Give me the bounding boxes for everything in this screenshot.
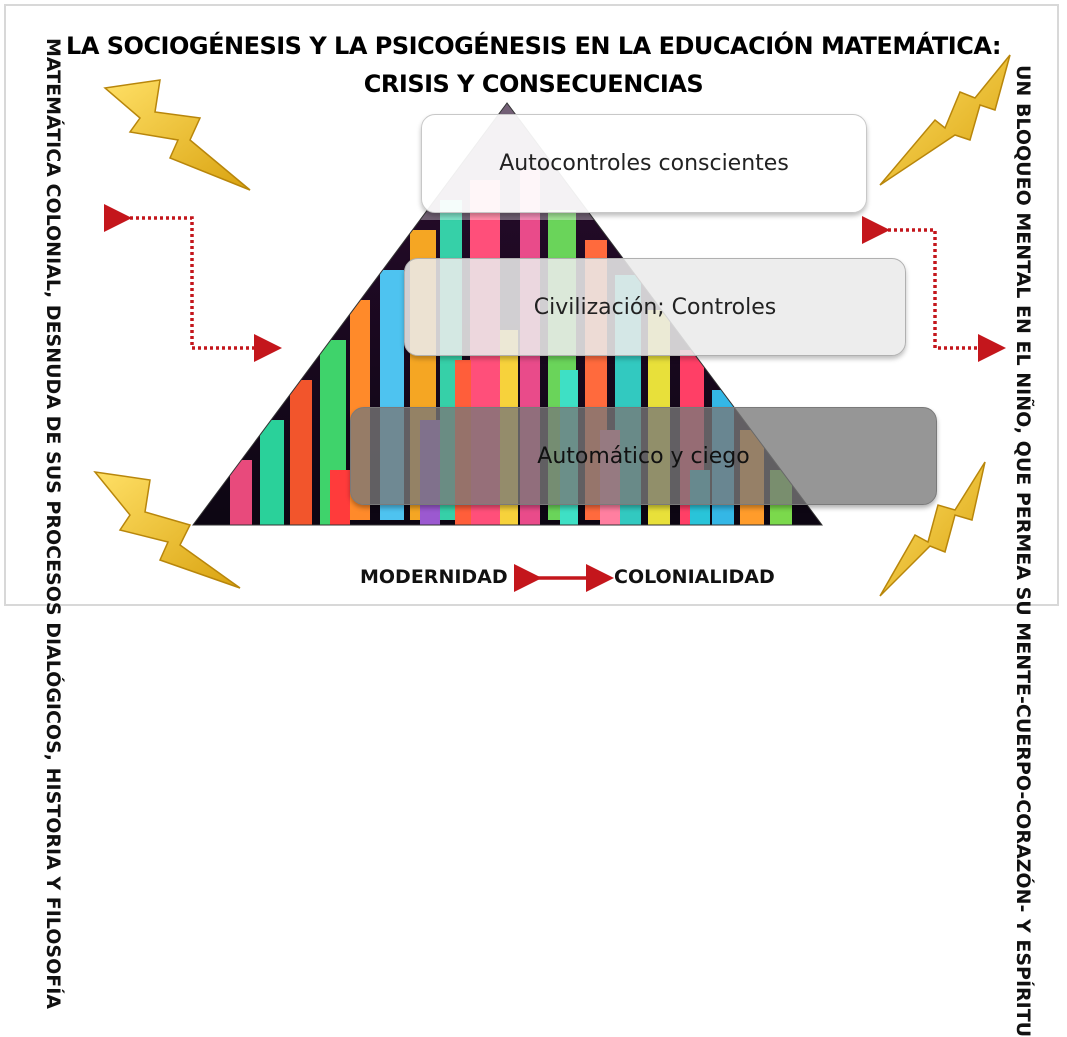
lightning-icon — [879, 461, 986, 597]
pyramid-level-bottom: Automático y ciego — [350, 407, 937, 505]
bottom-label-modernidad: MODERNIDAD — [360, 566, 508, 588]
lightning-icon — [103, 79, 251, 191]
left-double-arrow — [104, 204, 282, 362]
pyramid-level-top: Autocontroles conscientes — [421, 114, 867, 213]
level-label: Civilización; Controles — [533, 294, 777, 320]
level-label: Automático y ciego — [537, 443, 750, 469]
right-double-arrow — [862, 216, 1006, 362]
bottom-label-colonialidad: COLONIALIDAD — [614, 566, 775, 588]
level-label: Autocontroles conscientes — [499, 151, 789, 176]
lightning-icon — [93, 470, 241, 589]
lightning-icon — [879, 54, 1011, 186]
pyramid-level-middle: Civilización; Controles — [404, 258, 906, 356]
decorations — [93, 54, 1011, 597]
diagram-title-line2: CRISIS Y CONSECUENCIAS — [363, 70, 704, 98]
diagram-title-line1: LA SOCIOGÉNESIS Y LA PSICOGÉNESIS EN LA … — [66, 32, 1001, 60]
